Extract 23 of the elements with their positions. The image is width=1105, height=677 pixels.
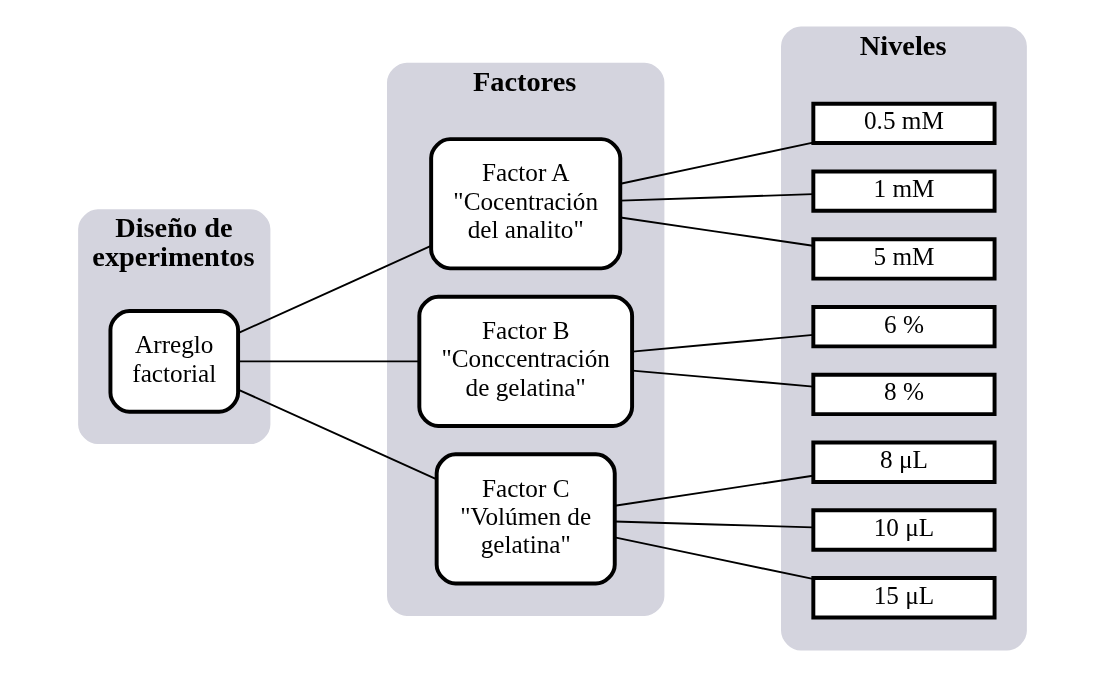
connector <box>619 216 814 247</box>
node-box: Factor A "Cocentración del analito" <box>429 137 623 271</box>
node-box: 6 % <box>811 305 997 349</box>
node-box: Arreglo factorial <box>108 308 241 414</box>
connector <box>237 245 432 335</box>
node-box: Factor C "Volúmen de gelatina" <box>434 452 617 586</box>
node-box: 15 μL <box>811 576 997 620</box>
connector <box>613 474 814 507</box>
node-box: 10 μL <box>811 508 997 552</box>
node-box: 5 mM <box>811 237 997 281</box>
node-box: Factor B "Conccentración de gelatina" <box>417 294 635 428</box>
node-box: 8 % <box>811 372 997 417</box>
connector <box>631 369 815 388</box>
connector <box>613 536 814 580</box>
connector <box>619 193 814 202</box>
connector <box>631 333 815 353</box>
connector <box>237 388 438 481</box>
node-box: 0.5 mM <box>811 101 997 146</box>
connector <box>237 360 420 363</box>
connector <box>619 141 814 185</box>
node-box: 1 mM <box>811 169 997 213</box>
connector <box>613 520 814 529</box>
node-box: 8 μL <box>811 440 997 484</box>
